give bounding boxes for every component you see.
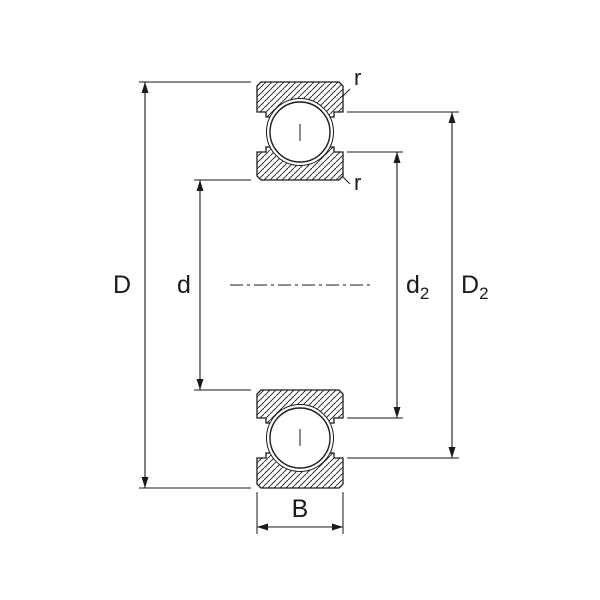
dim-label-D: D	[113, 271, 131, 299]
dimension-B: B	[256, 492, 344, 534]
dim-label-d2: d2	[406, 271, 429, 303]
dimension-d: d	[177, 179, 251, 391]
arrowhead	[393, 407, 401, 418]
dim-label-B: B	[292, 495, 309, 523]
dimension-D2: D2	[347, 111, 489, 459]
dim-label-d: d	[177, 271, 191, 299]
arrowhead	[141, 477, 149, 488]
dimension-d2: d2	[347, 151, 429, 419]
bearing-section	[256, 81, 344, 489]
dim-label-D2: D2	[461, 271, 489, 303]
radius-callouts: r r	[341, 65, 361, 195]
arrowhead	[196, 379, 204, 390]
leader-line	[341, 175, 351, 185]
arrowhead	[332, 523, 343, 531]
arrowhead	[393, 152, 401, 163]
arrowhead	[196, 180, 204, 191]
arrowhead	[141, 82, 149, 93]
dimension-D: D	[113, 81, 251, 489]
arrowhead	[257, 523, 268, 531]
r-label-outer: r	[354, 65, 361, 90]
arrowhead	[448, 112, 456, 123]
r-label-inner: r	[354, 170, 361, 195]
arrowhead	[448, 447, 456, 458]
leader-line	[341, 88, 351, 98]
